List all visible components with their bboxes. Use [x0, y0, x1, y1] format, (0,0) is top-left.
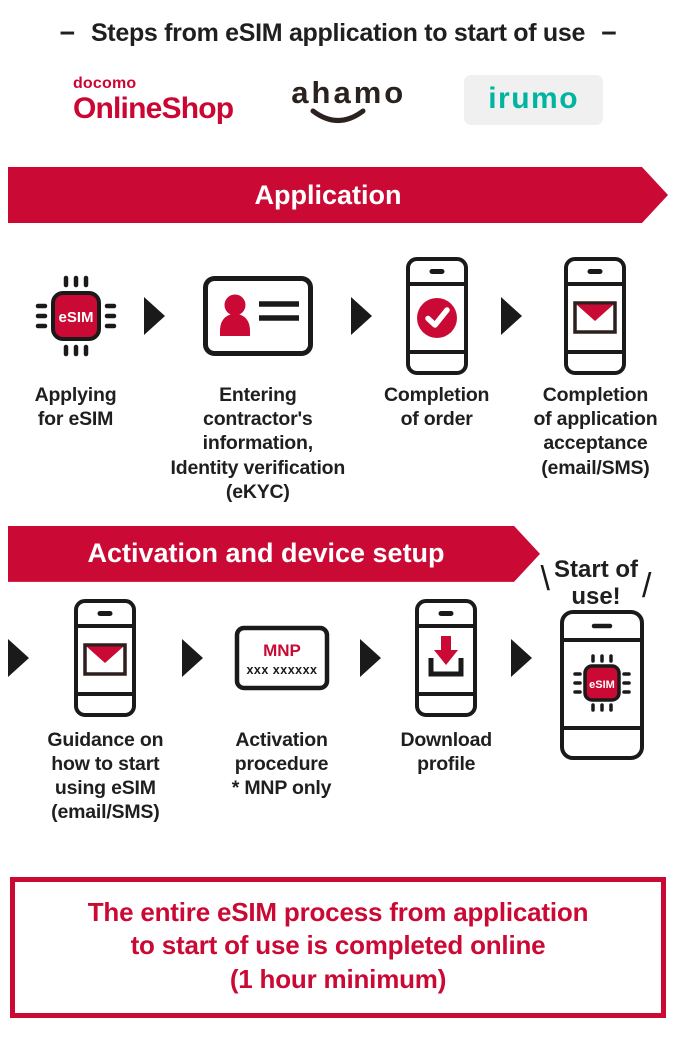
step-applying-for-esim: eSIM Applying for eSIM [8, 257, 143, 431]
phone-mail-icon [74, 598, 137, 717]
step-label: Guidance on how to start using eSIM (ema… [47, 728, 164, 824]
onlineshop-logo-text: OnlineShop [72, 92, 234, 125]
step-download-profile: Download profile [385, 596, 507, 776]
start-of-use-callout: \ Start of use! / [520, 556, 672, 611]
mnp-card-icon: MNP xxx xxxxxx [234, 625, 329, 691]
start-of-use-label: Start of use! [554, 555, 638, 611]
step-label: Activation procedure * MNP only [231, 728, 332, 800]
summary-text: The entire eSIM process from application… [87, 896, 589, 995]
phone-check-icon [405, 257, 468, 375]
arrow-right-icon [8, 638, 29, 677]
step-completion-of-order: Completion of order [373, 257, 501, 431]
ahamo-logo: ahamo [291, 75, 406, 125]
brand-logos: docomo OnlineShop ahamo irumo [0, 71, 676, 129]
step-completion-of-acceptance: Completion of application acceptance (em… [523, 257, 668, 480]
esim-chip-label: eSIM [58, 309, 93, 326]
irumo-logo-text: irumo [488, 82, 580, 115]
phone-mail-icon [564, 257, 627, 375]
step-activation-procedure: MNP xxx xxxxxx Activation procedure * MN… [207, 596, 357, 801]
step-guidance: Guidance on how to start using eSIM (ema… [33, 596, 178, 825]
arrow-right-icon [511, 638, 533, 677]
step-label: Entering contractor's information, Ident… [170, 384, 346, 503]
arrow-right-icon [181, 638, 203, 677]
emphasis-slash-right: / [642, 567, 652, 606]
irumo-logo: irumo [464, 75, 604, 125]
esim-chip-label: eSIM [589, 679, 615, 691]
activation-steps-row: Guidance on how to start using eSIM (ema… [0, 596, 676, 825]
mnp-card-number: xxx xxxxxx [246, 663, 317, 677]
emphasis-slash-left: \ [540, 559, 550, 598]
arrow-right-icon [143, 297, 165, 335]
step-label: Completion of application acceptance (em… [533, 384, 658, 479]
smile-icon [310, 108, 366, 123]
title-dash-right: − [601, 18, 617, 48]
phone-download-icon [415, 598, 478, 717]
activation-section: Activation and device setup \ Start of u… [0, 526, 676, 825]
esim-chip-icon: eSIM [35, 275, 116, 357]
application-banner: Application [8, 167, 668, 223]
id-card-icon [202, 276, 313, 356]
docomo-onlineshop-logo: docomo OnlineShop [72, 75, 234, 125]
activation-banner-label: Activation and device setup [87, 538, 445, 569]
summary-box: The entire eSIM process from application… [10, 876, 666, 1018]
title-dash-left: − [59, 18, 75, 48]
page-title-text: Steps from eSIM application to start of … [90, 19, 586, 47]
mnp-card-title: MNP [263, 641, 301, 660]
step-start-of-use: eSIM [536, 609, 668, 760]
arrow-right-icon [360, 638, 382, 677]
step-entering-information: Entering contractor's information, Ident… [165, 257, 350, 504]
docomo-logo-text: docomo [72, 75, 137, 92]
step-label: Download profile [400, 728, 492, 776]
step-label: Applying for eSIM [34, 384, 117, 431]
ahamo-logo-text: ahamo [291, 75, 407, 110]
arrow-right-icon [350, 297, 372, 335]
application-steps-row: eSIM Applying for eSIM Entering contract… [0, 257, 676, 504]
step-label: Completion of order [384, 384, 490, 431]
activation-banner: Activation and device setup [8, 526, 540, 582]
page-title: − Steps from eSIM application to start o… [0, 18, 676, 49]
phone-esim-icon: eSIM [559, 609, 644, 760]
arrow-right-icon [501, 297, 523, 335]
application-banner-label: Application [254, 179, 402, 210]
